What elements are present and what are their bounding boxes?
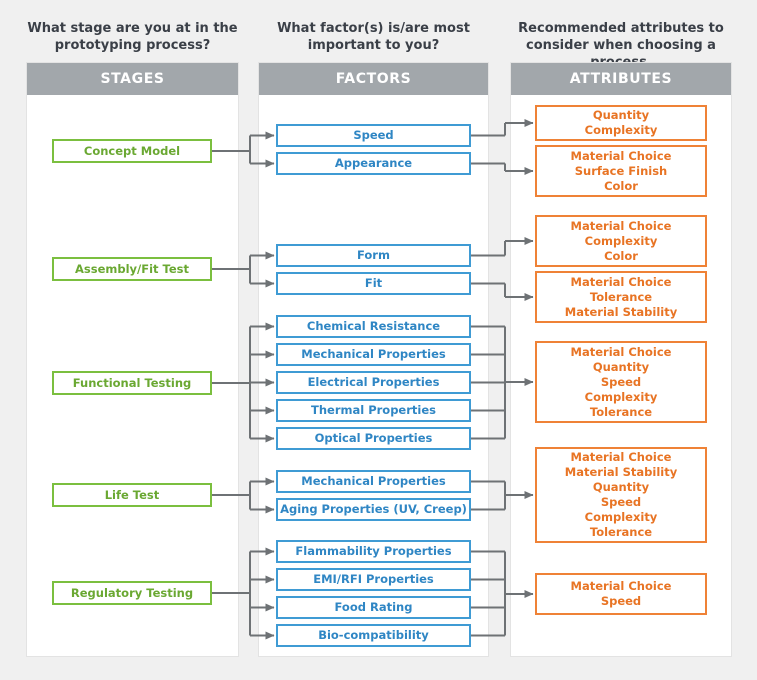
factor-node-0[interactable]: Speed [276,124,471,147]
factor-node-13[interactable]: Food Rating [276,596,471,619]
attribute-node-0[interactable]: Quantity Complexity [535,105,707,141]
factor-node-7[interactable]: Thermal Properties [276,399,471,422]
column-caption-factors: What factor(s) is/are most important to … [277,21,470,53]
factor-node-14[interactable]: Bio-compatibility [276,624,471,647]
factor-node-1[interactable]: Appearance [276,152,471,175]
attribute-node-5[interactable]: Material Choice Material Stability Quant… [535,447,707,543]
factor-node-5[interactable]: Mechanical Properties [276,343,471,366]
attribute-node-4[interactable]: Material Choice Quantity Speed Complexit… [535,341,707,423]
factor-node-11[interactable]: Flammability Properties [276,540,471,563]
panel-header-attributes: ATTRIBUTES [511,63,731,95]
stage-node-0[interactable]: Concept Model [52,139,212,163]
factor-node-3[interactable]: Fit [276,272,471,295]
attribute-node-1[interactable]: Material Choice Surface Finish Color [535,145,707,197]
stage-node-4[interactable]: Regulatory Testing [52,581,212,605]
stage-node-1[interactable]: Assembly/Fit Test [52,257,212,281]
factor-node-8[interactable]: Optical Properties [276,427,471,450]
stage-node-3[interactable]: Life Test [52,483,212,507]
stage-node-2[interactable]: Functional Testing [52,371,212,395]
panel-header-factors: FACTORS [259,63,488,95]
factor-node-12[interactable]: EMI/RFI Properties [276,568,471,591]
attribute-node-6[interactable]: Material Choice Speed [535,573,707,615]
column-caption-stages: What stage are you at in the prototyping… [27,21,238,53]
attribute-node-2[interactable]: Material Choice Complexity Color [535,215,707,267]
panel-header-stages: STAGES [27,63,238,95]
factor-node-10[interactable]: Aging Properties (UV, Creep) [276,498,471,521]
factor-node-2[interactable]: Form [276,244,471,267]
factor-node-6[interactable]: Electrical Properties [276,371,471,394]
attribute-node-3[interactable]: Material Choice Tolerance Material Stabi… [535,271,707,323]
factor-node-9[interactable]: Mechanical Properties [276,470,471,493]
factor-node-4[interactable]: Chemical Resistance [276,315,471,338]
